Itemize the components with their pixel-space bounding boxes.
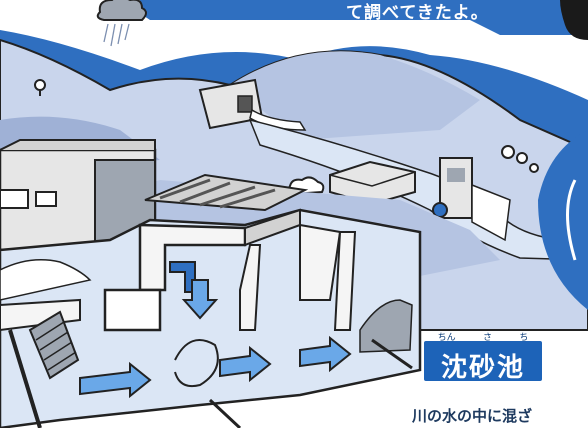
ruby-2: さ <box>482 333 492 343</box>
leader-line <box>371 338 413 370</box>
ruby-3: ち <box>519 333 529 343</box>
sedimentation-basin-label: 沈砂池 <box>424 341 542 383</box>
label-title: 沈砂池 <box>440 353 525 383</box>
tree-icon <box>432 145 539 218</box>
intro-caption: て調べてきたよ。 <box>346 3 489 23</box>
purification-plant-icon <box>329 160 416 206</box>
description-text: 川の水の中に混ざ <box>412 407 533 425</box>
sky-banner <box>120 0 588 35</box>
dam-icon <box>198 78 307 131</box>
water-flow-arrow-icon <box>79 279 352 399</box>
intake-tower-icon <box>439 157 511 242</box>
label-ruby: ちん さ ち <box>424 330 542 343</box>
ruby-1: ちん <box>437 333 456 343</box>
tree-icon <box>34 79 46 96</box>
cloud-icon <box>96 0 147 21</box>
rain-icon <box>103 23 130 47</box>
screen-filter-icon <box>28 310 80 380</box>
